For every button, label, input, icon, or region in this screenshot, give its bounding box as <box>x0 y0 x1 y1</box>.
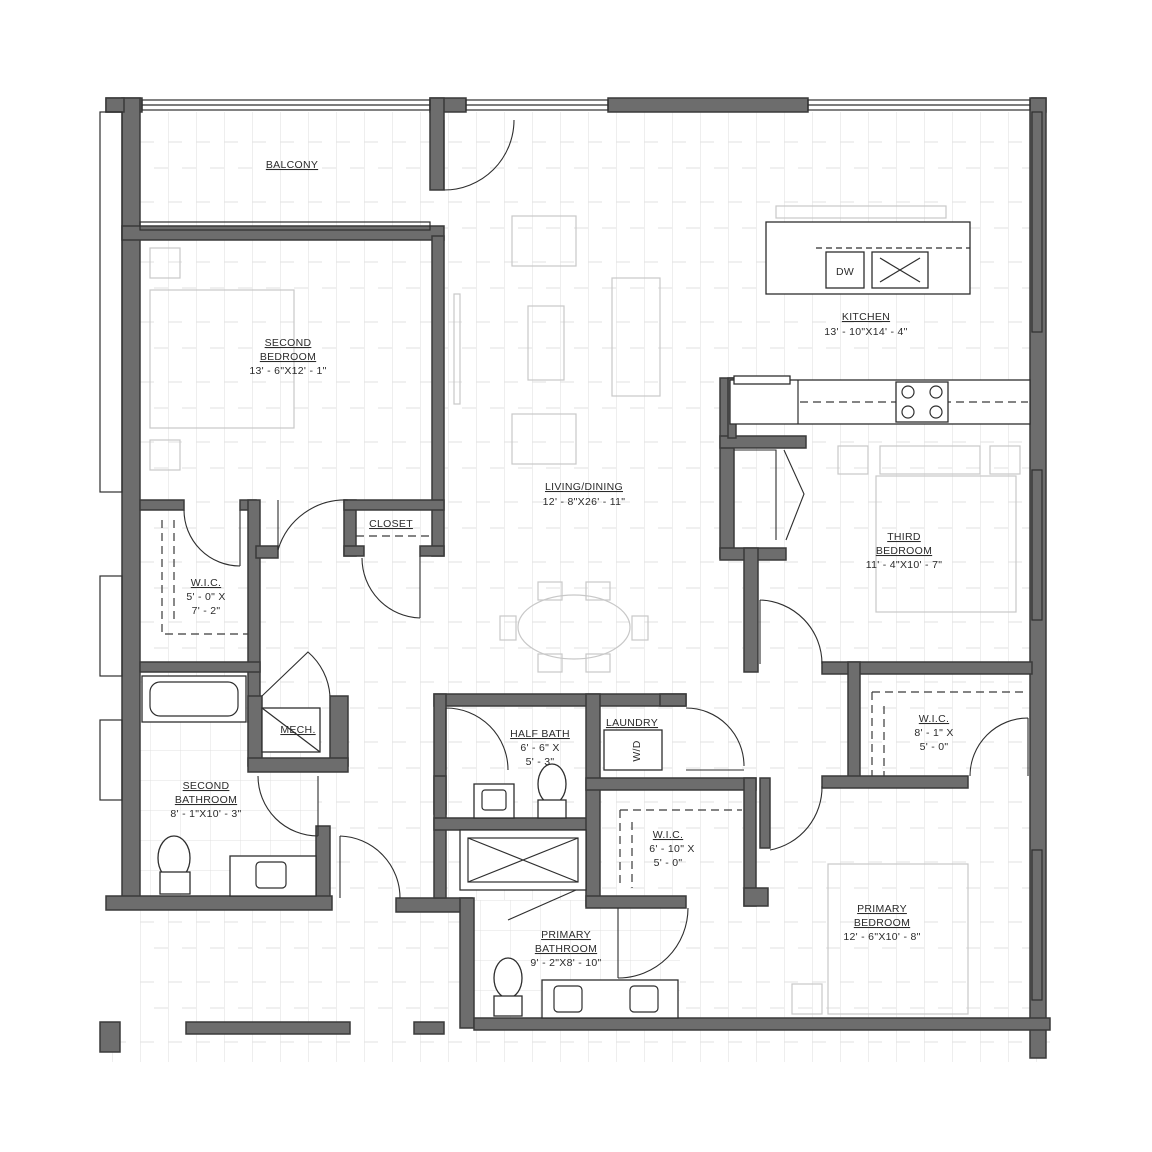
second-bathroom-size: 8' - 1"X10' - 3" <box>170 808 241 820</box>
primary-bedroom-nightstand <box>791 983 823 1015</box>
room-labels: BALCONY KITCHEN 13' - 10"X14' - 4" SECON… <box>170 159 953 969</box>
closet-label: CLOSET <box>369 518 413 530</box>
living-chair-bottom <box>511 413 577 465</box>
third-bedroom-label-2: BEDROOM <box>876 545 932 557</box>
half-bath-toilet <box>537 763 567 805</box>
living-dining-label: LIVING/DINING <box>545 481 623 493</box>
refrigerator <box>733 375 791 385</box>
second-bathroom-tub <box>141 675 247 723</box>
third-bedroom-bed <box>875 475 1017 613</box>
furniture <box>149 205 1021 1015</box>
dining-chairs <box>499 581 649 673</box>
island <box>765 221 971 295</box>
second-bedroom-label-2: BEDROOM <box>260 351 316 363</box>
washer-dryer-label: W/D <box>631 740 643 761</box>
second-bedroom-bed <box>149 289 295 429</box>
walls <box>105 97 1051 1059</box>
second-bedroom-nightstand-bottom <box>149 439 181 471</box>
appliances: W/D <box>261 707 663 771</box>
tv-console <box>453 293 461 405</box>
second-bedroom-label-1: SECOND <box>265 337 312 349</box>
wic-center-label: W.I.C. <box>653 829 683 841</box>
wic-center-size-1: 6' - 10" X <box>649 843 695 855</box>
primary-bedroom-label-1: PRIMARY <box>857 903 907 915</box>
mech-label: MECH. <box>280 724 315 736</box>
adjacent-unit-edges <box>99 111 445 1053</box>
dishwasher-label: DW <box>836 266 854 278</box>
half-bath-vanity <box>473 783 515 819</box>
second-bedroom-size: 13' - 6"X12' - 1" <box>249 365 326 377</box>
second-bathroom-label-2: BATHROOM <box>175 794 237 806</box>
second-bathroom-label-1: SECOND <box>183 780 230 792</box>
wic-left-size-1: 5' - 0" X <box>186 591 225 603</box>
kitchen-size: 13' - 10"X14' - 4" <box>824 326 907 338</box>
primary-bathroom-size: 9' - 2"X8' - 10" <box>530 957 601 969</box>
third-bedroom-headboard-right <box>989 445 1021 475</box>
living-sofa <box>611 277 661 397</box>
doors <box>183 119 1029 979</box>
second-bathroom-vanity <box>229 855 317 897</box>
wic-left-label: W.I.C. <box>191 577 221 589</box>
third-bedroom-size: 11' - 4"X10' - 7" <box>866 559 943 571</box>
wic-left-size-2: 7' - 2" <box>192 605 221 617</box>
living-coffee-table <box>527 305 565 381</box>
third-bedroom-headboard-left <box>837 445 869 475</box>
balcony-label: BALCONY <box>266 159 318 171</box>
wic-right-size-1: 8' - 1" X <box>914 727 953 739</box>
primary-bedroom-size: 12' - 6"X10' - 8" <box>843 931 920 943</box>
primary-bedroom-bed <box>827 863 969 1015</box>
bath-fixtures <box>141 675 679 1019</box>
closet-rods <box>161 520 1028 888</box>
washer-dryer <box>603 729 663 771</box>
kitchen-island: DW <box>765 221 971 295</box>
primary-bath-toilet <box>493 957 523 999</box>
cooktop <box>895 381 949 423</box>
third-bedroom-pillows <box>879 445 981 475</box>
laundry-label: LAUNDRY <box>606 717 658 729</box>
primary-bathroom-label-1: PRIMARY <box>541 929 591 941</box>
kitchen-stools <box>775 205 947 219</box>
second-bedroom-nightstand-top <box>149 247 181 279</box>
kitchen-counter <box>729 375 1031 425</box>
primary-bedroom-label-2: BEDROOM <box>854 917 910 929</box>
half-bath-size-1: 6' - 6" X <box>520 742 559 754</box>
wic-right-label: W.I.C. <box>919 713 949 725</box>
dishwasher <box>825 251 865 289</box>
third-bedroom-label-1: THIRD <box>887 531 921 543</box>
wic-right-size-2: 5' - 0" <box>920 741 949 753</box>
kitchen-label: KITCHEN <box>842 311 890 323</box>
windows <box>139 99 1043 1001</box>
half-bath-size-2: 5' - 3" <box>526 756 555 768</box>
living-dining-size: 12' - 8"X26' - 11" <box>543 496 626 508</box>
primary-bathroom-label-2: BATHROOM <box>535 943 597 955</box>
half-bath-label: HALF BATH <box>510 728 570 740</box>
wic-center-size-2: 5' - 0" <box>654 857 683 869</box>
dining-table <box>517 594 631 660</box>
living-chair-top <box>511 215 577 267</box>
